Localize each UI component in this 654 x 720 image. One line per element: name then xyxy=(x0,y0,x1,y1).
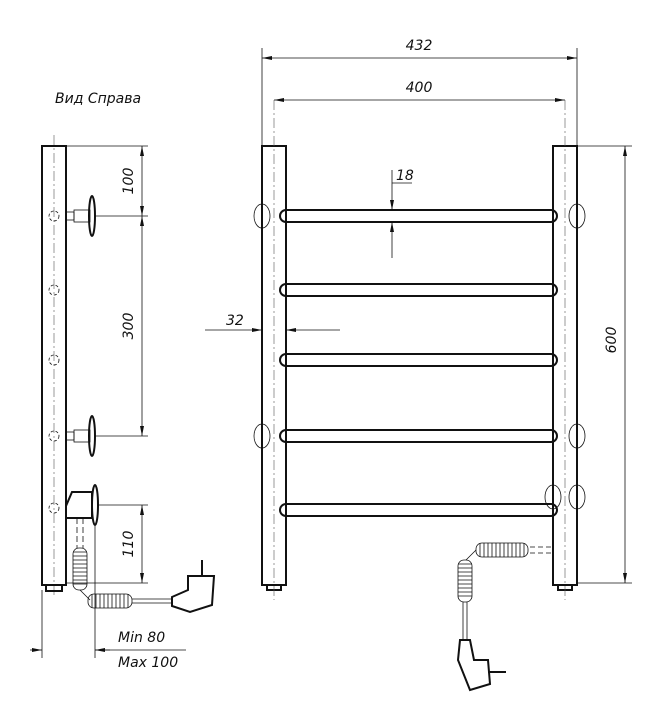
front-view: 432 400 600 18 32 xyxy=(205,38,632,692)
dim-overall-width: 432 xyxy=(406,38,433,54)
crossbar xyxy=(279,429,558,443)
crossbar xyxy=(279,353,558,367)
dim-height: 600 xyxy=(604,327,620,354)
plug-side xyxy=(171,560,216,614)
crossbar xyxy=(279,209,558,223)
side-view: Вид Справа xyxy=(30,91,216,671)
plug-front xyxy=(456,639,506,692)
dim-rail-diameter: 32 xyxy=(226,313,244,329)
side-joint-circles xyxy=(48,210,60,514)
min-offset-label: Min 80 xyxy=(118,630,165,646)
wall-bracket-bottom xyxy=(65,415,96,457)
dim-center-width: 400 xyxy=(406,80,433,96)
view-title: Вид Справа xyxy=(55,91,141,107)
crossbar xyxy=(279,283,558,297)
coiled-cable-side xyxy=(72,547,172,609)
dim-side-top: 100 xyxy=(121,168,137,195)
max-offset-label: Max 100 xyxy=(118,655,178,671)
dim-side-bottom: 110 xyxy=(121,531,137,558)
wall-mounts xyxy=(253,203,586,510)
front-dimensions: 432 400 600 18 32 xyxy=(205,38,632,584)
coiled-cable-front xyxy=(457,542,553,640)
side-rail-cap xyxy=(45,584,63,592)
wall-bracket-top xyxy=(65,195,96,237)
dim-side-middle: 300 xyxy=(121,313,137,340)
crossbar xyxy=(279,503,558,517)
side-dimensions: 100 300 110 Min 80 Max 100 xyxy=(30,145,186,671)
dim-bar-diameter: 18 xyxy=(396,168,414,184)
heater-connector xyxy=(65,484,99,548)
crossbars xyxy=(279,209,558,517)
